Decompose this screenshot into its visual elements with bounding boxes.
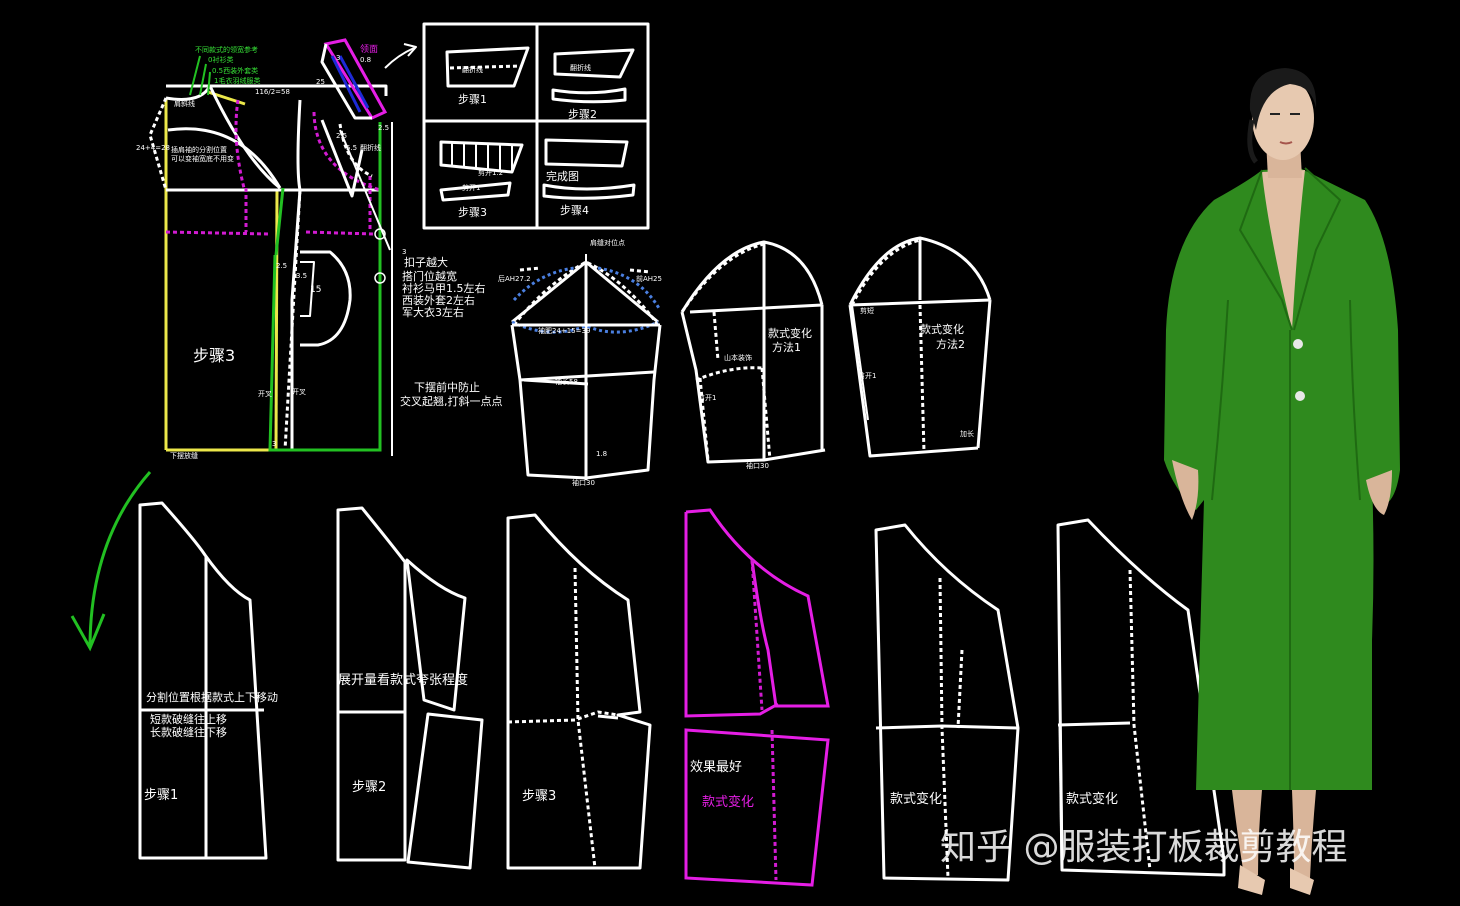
bottom-panel-2 [336,506,484,870]
collar-step1-fold: 翻折线 [462,65,483,74]
button-note-3: 衬衫马甲1.5左右 [402,281,486,295]
collar-step3-cut-a: 剪开1 [462,183,480,192]
vent-right-label: 开叉 [292,388,306,396]
sleeve-m2-title-2: 方法2 [936,337,965,351]
note-sweater: 1毛衣羽绒服类 [214,76,260,85]
sleeve-m1-title-2: 方法1 [772,340,801,354]
sleeve-m1-side: 剪开1 [698,393,716,402]
collar-num-3: 2.5 [378,124,389,132]
body-step-label: 步骤3 [193,346,235,365]
note-suit: 0.5西装外套类 [212,66,258,75]
collar-tag: 领面 [360,43,378,55]
bottom-p1-note-1: 分割位置根据款式上下移动 [146,690,278,704]
label-bust: 116/2=58 [255,88,290,96]
model-figure [1164,68,1400,895]
sleeve-top-label: 肩缝对位点 [590,238,625,247]
bottom-panel-5 [874,523,1020,882]
pocket-offset: 3.5 [296,272,307,280]
bottom-p1-note-2: 短款破缝往上移 [150,712,227,726]
sleeve-m1-title-1: 款式变化 [768,326,812,340]
collar-num-1: 3 [336,54,340,62]
sleeve-method-2 [848,236,992,458]
base-sleeve [510,254,662,480]
bottom-panel-4 [684,508,830,887]
collar-step3-label: 步骤3 [458,206,487,219]
collar-step4-label: 步骤4 [560,204,589,217]
collar-fold-label: 翻折线 [360,143,381,152]
collar-step2-label: 步骤2 [568,108,597,121]
pocket-width: 15 [310,285,321,295]
collar-mini-2: 5.5 [346,144,357,152]
center-num: 2.5 [276,262,287,270]
bottom-p1-note-3: 长款破缝往下移 [150,725,227,739]
button-note-1: 扣子越大 [404,255,448,269]
bottom-panel-1 [138,501,268,860]
collar-step1-label: 步骤1 [458,93,487,106]
bottom-panel-3 [506,513,652,870]
bottom-p1-label: 步骤1 [144,788,178,803]
button-num: 3 [402,248,406,256]
bottom-p2-note: 展开量看款式夸张程度 [338,672,468,688]
collar-step3-cut-b: 剪开1.2 [478,168,503,177]
sleeve-cuff-label: 袖口30 [572,478,595,487]
body-pattern [148,38,393,456]
note-collar-width: 不同款式的领宽参考 [195,45,258,54]
label-shoulder-slope: 肩斜线 [174,99,195,108]
label-width: 24+4=28 [136,144,170,152]
button-note-4: 西装外套2左右 [402,293,475,307]
watermark: 知乎 @服装打板裁剪教程 [940,827,1347,868]
sleeve-width-label: 袖肥24+15=39 [538,326,590,335]
sleeve-m1-cuff: 袖口30 [746,461,769,470]
sleeve-m2-title-1: 款式变化 [920,322,964,336]
bottom-panel-6 [1056,518,1226,877]
note-shirt: 0衬衫类 [208,55,233,64]
button-note-2: 搭门位越宽 [402,269,457,283]
sleeve-back-ah: 后AH27.2 [498,274,531,283]
bottom-p2-label: 步骤2 [352,780,386,795]
hem-label: 下摆放缝 [170,451,198,460]
arrow-to-steps [384,47,415,69]
collar-step4-done: 完成图 [546,169,579,183]
sleeve-cuff-offset: 1.8 [596,450,607,458]
bottom-p6-label: 款式变化 [1066,791,1118,807]
note-raglan-1: 插肩袖的分割位置 [171,145,227,154]
sleeve-m2-extend: 加长 [960,429,974,438]
sleeve-method-1 [680,240,826,464]
collar-mini-1: 2.5 [336,132,347,140]
bottom-p4-note: 效果最好 [690,760,742,775]
collar-num-2: 0.8 [360,56,371,64]
note-raglan-2: 可以变袖宽底不用变 [171,154,234,163]
sleeve-m2-cut: 剪短 [860,306,874,315]
bottom-p3-label: 步骤3 [522,789,556,804]
hem-note-2: 交叉起翘,打斜一点点 [400,394,503,408]
hem-note-1: 下摆前中防止 [414,380,480,394]
sleeve-m1-cut: 山本装饰 [724,353,752,362]
button-note-5: 军大衣3左右 [402,305,464,319]
collar-num-4: 25 [316,78,325,86]
sleeve-elbow-label: 袖长58 [555,377,578,386]
collar-step2-fold: 翻折线 [570,63,591,72]
sleeve-m2-side: 剪开1 [858,371,876,380]
bottom-p5-label: 款式变化 [890,791,942,807]
hem-num: 3 [272,440,276,448]
green-arrow [88,471,152,649]
sleeve-front-ah: 前AH25 [636,274,662,283]
vent-left-label: 开叉 [258,390,272,398]
bottom-p4-label: 款式变化 [702,794,754,810]
collar-steps-box: 翻折线 步骤1 翻折线 步骤2 剪开1.2 剪开1 步骤3 完成图 步骤4 [422,22,650,230]
